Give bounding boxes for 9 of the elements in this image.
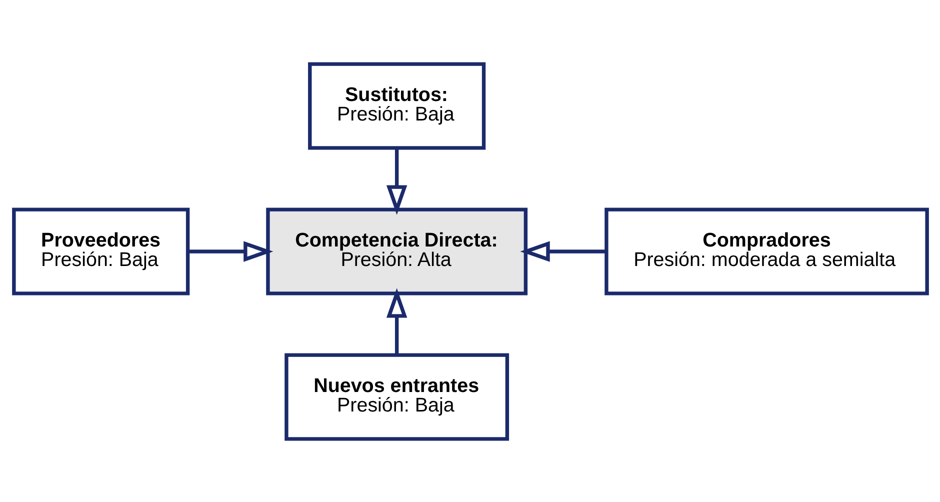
node-box: Proveedores Presión: Baja <box>12 207 190 295</box>
node-box: Compradores Presión: moderada a semialta <box>604 207 928 295</box>
node-box: Sustitutos: Presión: Baja <box>308 62 486 150</box>
arrow <box>386 288 407 354</box>
node-box: Nuevos entrantes Presión: Baja <box>284 352 509 440</box>
arrow <box>520 240 606 262</box>
arrow <box>188 240 273 262</box>
arrow <box>386 148 407 214</box>
node-box: Competencia Directa: Presión: Alta <box>266 207 528 295</box>
